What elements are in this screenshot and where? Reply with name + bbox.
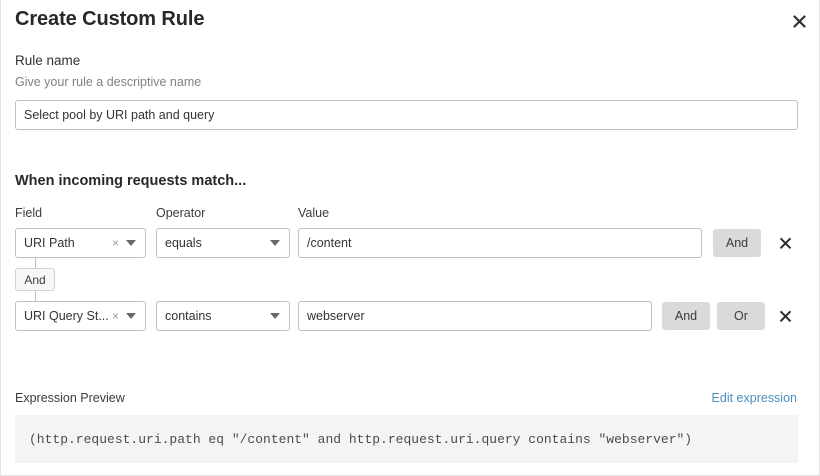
field-select-2-value: URI Query St... xyxy=(24,309,109,323)
delete-icon[interactable] xyxy=(775,232,795,252)
expression-preview-code: (http.request.uri.path eq "/content" and… xyxy=(29,431,693,447)
rule-name-description: Give your rule a descriptive name xyxy=(15,75,202,89)
expression-preview-label: Expression Preview xyxy=(15,391,125,405)
expression-preview-code-block: (http.request.uri.path eq "/content" and… xyxy=(15,415,798,463)
connector-and-badge[interactable]: And xyxy=(15,268,55,291)
conditions-heading: When incoming requests match... xyxy=(15,173,247,189)
field-select-2[interactable]: URI Query St... × xyxy=(15,301,146,331)
condition-row: URI Path × equals And xyxy=(1,228,820,258)
connector-line-top xyxy=(35,258,36,268)
clear-icon[interactable]: × xyxy=(111,235,119,250)
operator-select-2-value: contains xyxy=(165,309,212,323)
column-header-value: Value xyxy=(298,206,330,220)
value-input-2[interactable] xyxy=(298,301,652,331)
operator-select-2[interactable]: contains xyxy=(156,301,290,331)
column-header-operator: Operator xyxy=(156,206,206,220)
value-input-1[interactable] xyxy=(298,228,702,258)
condition-row: URI Query St... × contains And Or xyxy=(1,301,820,331)
close-icon[interactable] xyxy=(788,9,810,31)
chevron-down-icon xyxy=(126,240,136,246)
operator-select-1-value: equals xyxy=(165,236,202,250)
page-title: Create Custom Rule xyxy=(15,8,205,30)
chevron-down-icon xyxy=(270,240,280,246)
column-header-field: Field xyxy=(15,206,43,220)
chevron-down-icon xyxy=(270,313,280,319)
operator-select-1[interactable]: equals xyxy=(156,228,290,258)
edit-expression-link[interactable]: Edit expression xyxy=(711,391,797,405)
delete-icon[interactable] xyxy=(775,305,795,325)
and-button-2[interactable]: And xyxy=(662,302,710,330)
clear-icon[interactable]: × xyxy=(111,308,119,323)
rule-name-input[interactable] xyxy=(15,100,798,130)
rule-name-label: Rule name xyxy=(15,53,81,68)
connector-line-bottom xyxy=(35,291,36,301)
chevron-down-icon xyxy=(126,313,136,319)
or-button-2[interactable]: Or xyxy=(717,302,765,330)
field-select-1[interactable]: URI Path × xyxy=(15,228,146,258)
field-select-1-value: URI Path xyxy=(24,236,75,250)
and-button-1[interactable]: And xyxy=(713,229,761,257)
